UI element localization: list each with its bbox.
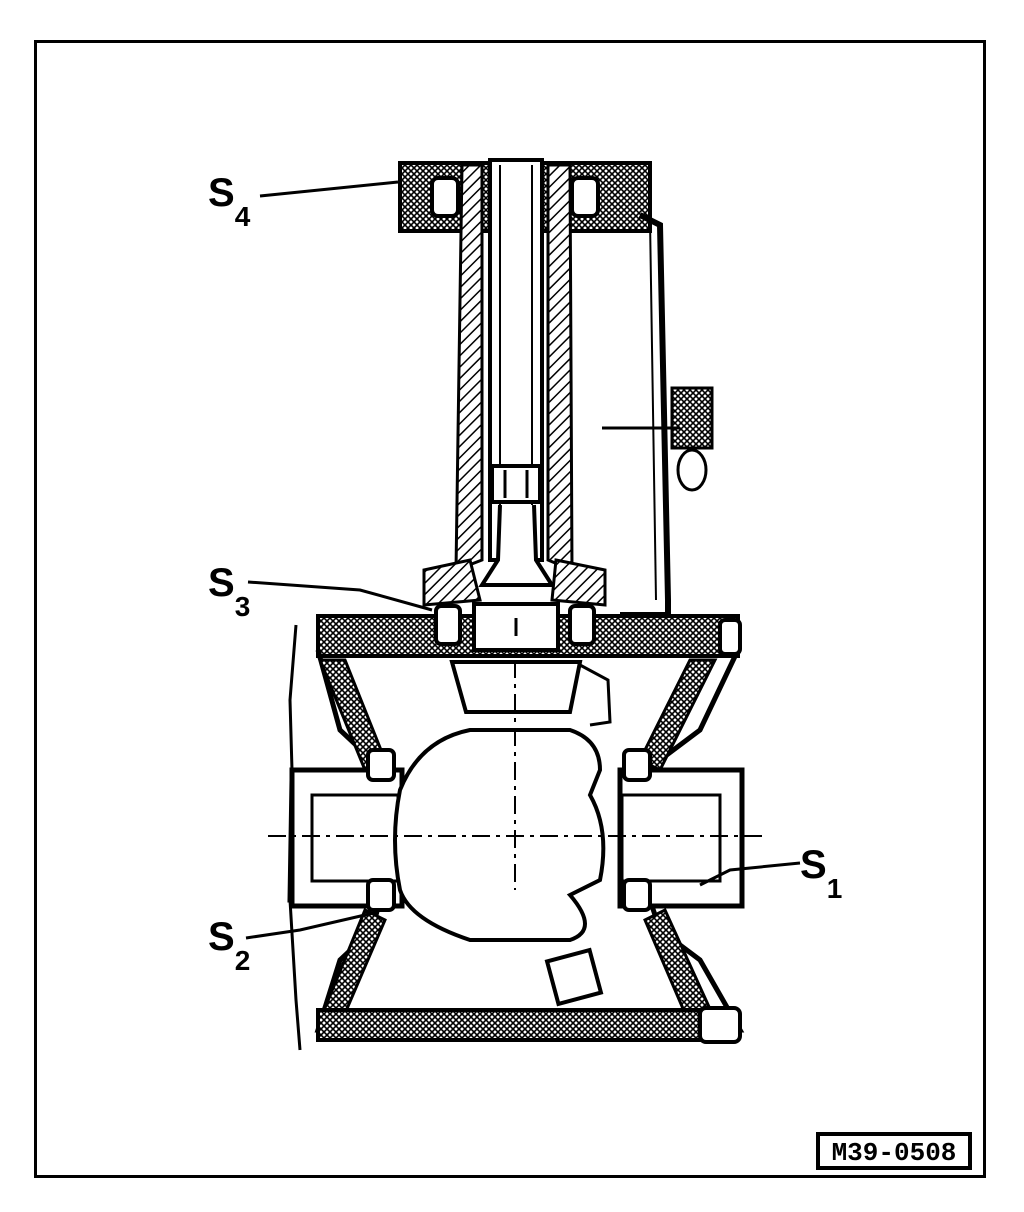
label-s4: S4 <box>208 171 251 232</box>
actuator-housing <box>398 158 714 618</box>
label-s4-sub: 4 <box>235 201 251 232</box>
label-s3-sub: 3 <box>235 591 251 622</box>
label-s4-letter: S <box>208 171 235 215</box>
svg-text:S4: S4 <box>208 171 251 232</box>
label-s2: S2 <box>208 915 250 976</box>
leader-lines <box>245 180 801 940</box>
svg-text:S1: S1 <box>800 843 842 904</box>
label-s3-letter: S <box>208 561 235 605</box>
reference-code-box: M39-0508 <box>816 1132 972 1170</box>
label-s1-letter: S <box>800 843 827 887</box>
reference-code: M39-0508 <box>832 1138 957 1168</box>
label-s1-sub: 1 <box>827 873 843 904</box>
valve-body <box>268 602 768 1051</box>
label-s2-sub: 2 <box>235 945 251 976</box>
svg-text:S2: S2 <box>208 915 250 976</box>
label-s3: S3 <box>208 561 250 622</box>
label-s2-letter: S <box>208 915 235 959</box>
drawing-frame <box>34 40 986 1178</box>
label-s1: S1 <box>800 843 842 904</box>
svg-text:S3: S3 <box>208 561 250 622</box>
